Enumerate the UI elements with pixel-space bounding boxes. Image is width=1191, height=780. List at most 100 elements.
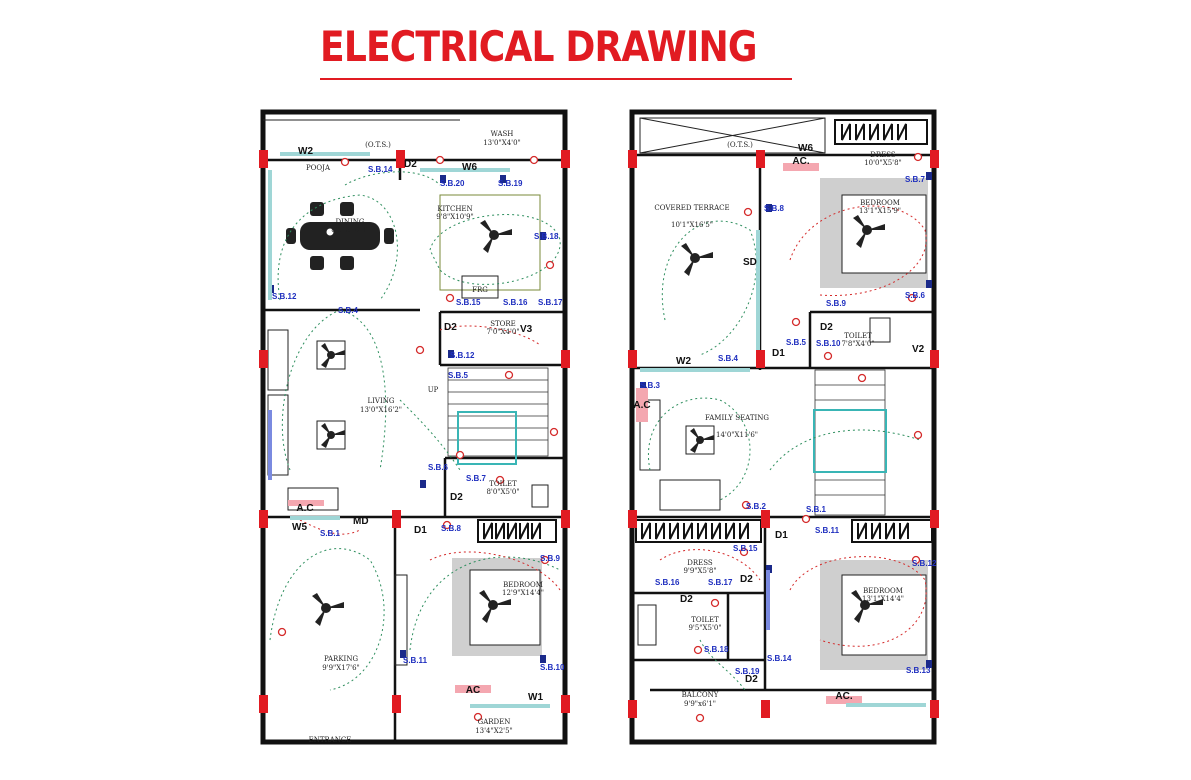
ff-sb-10: S.B.10 [816, 339, 841, 348]
gf-window-w6: W6 [462, 162, 477, 173]
gf-sb-7: S.B.7 [466, 474, 487, 483]
ff-outer-wall [629, 109, 937, 745]
parking-fan-icon [312, 593, 344, 626]
title-underline [320, 78, 792, 80]
gf-sb-15: S.B.15 [456, 298, 481, 307]
gf-window-w1: W1 [528, 692, 543, 703]
ff-sb-6: S.B.6 [905, 291, 926, 300]
ff-toilet1-size: 7'8"X4'0" [841, 340, 874, 348]
ff-bedroom2-name: BEDROOM [863, 587, 903, 595]
gf-sb-10: S.B.10 [540, 663, 565, 672]
gf-entrance-label: ENTRANCE [309, 736, 352, 744]
ff-sb-4: S.B.4 [718, 354, 739, 363]
gf-window-v3: V3 [520, 324, 533, 335]
gf-sb-9: S.B.9 [540, 554, 561, 563]
ff-dress1-size: 10'0"X5'8" [864, 159, 902, 167]
gf-sb-14: S.B.14 [368, 165, 393, 174]
ff-window-v2: V2 [912, 344, 925, 355]
ground-floor-plan: WASH 13'0"X4'0" POOJA KITCHEN 9'8"X10'9"… [259, 109, 570, 745]
ff-dress2-size: 9'9"X5'8" [683, 567, 716, 575]
ff-balcony-size: 9'9"x6'1" [684, 700, 716, 708]
living-fan-icon-1 [316, 340, 346, 370]
ff-bedroom1-fan-icon [853, 215, 885, 248]
gf-parking-name: PARKING [324, 655, 359, 663]
ff-family-name: FAMILY SEATING [705, 414, 769, 422]
gf-living-size: 13'0"X16'2" [360, 406, 402, 414]
gf-ots-label: (O.T.S.) [365, 141, 391, 149]
gf-window-w2: W2 [298, 146, 313, 157]
ff-bedroom2-size: 13'1"X14'4" [862, 595, 904, 603]
gf-wash-name: WASH [491, 130, 514, 138]
gf-dining-size: 8'5"X10'3" [331, 226, 369, 234]
first-floor-plan: DRESS 10'0"X5'8" COVERED TERRACE 10'1"X1… [628, 109, 939, 745]
gf-bedroom-name: BEDROOM [503, 581, 543, 589]
ff-terrace-name: COVERED TERRACE [654, 204, 729, 212]
gf-sb-6: S.B.6 [428, 463, 449, 472]
ff-ac-bedroom2: AC. [835, 691, 852, 702]
gf-toilet-name: TOILET [489, 480, 517, 488]
ff-door-d2-toilet2: D2 [680, 594, 693, 605]
ff-sb-7: S.B.7 [905, 175, 926, 184]
gf-door-d2-toilet: D2 [450, 492, 463, 503]
gf-dining-name: DINING [336, 218, 365, 226]
gf-sb-20: S.B.20 [440, 179, 465, 188]
gf-wash-size: 13'0"X4'0" [483, 139, 521, 147]
dining-table [300, 222, 380, 250]
gf-kitchen-name: KITCHEN [437, 205, 472, 213]
ff-bedroom1-size: 13'1"X15'9" [859, 207, 901, 215]
page-title: ELECTRICAL DRAWING [320, 22, 757, 71]
gf-door-d2-store: D2 [444, 322, 457, 333]
ff-sb-3: S.B.3 [640, 381, 661, 390]
gf-door-d1-bedroom: D1 [414, 525, 427, 536]
ff-dress2-name: DRESS [687, 559, 713, 567]
ff-terrace-size: 10'1"X16'5" [671, 221, 713, 229]
ff-sb-14: S.B.14 [767, 654, 792, 663]
gf-door-d2-pooja: D2 [404, 159, 417, 170]
gf-sb-1: S.B.1 [320, 529, 341, 538]
gf-pooja-name: POOJA [306, 164, 331, 172]
ff-family-fan-icon [685, 425, 715, 455]
ff-sb-16: S.B.16 [655, 578, 680, 587]
gf-store-size: 7'0"X4'0" [486, 328, 519, 336]
gf-living-name: LIVING [368, 397, 395, 405]
ff-door-d2-balcony: D2 [745, 674, 758, 685]
ff-door-sd: SD [743, 257, 757, 268]
ff-balcony-name: BALCONY [682, 691, 719, 699]
gf-sb-16: S.B.16 [503, 298, 528, 307]
gf-sb-19: S.B.19 [498, 179, 523, 188]
bedroom-fan-icon [479, 590, 511, 623]
ff-ac-family: A.C [633, 400, 650, 411]
ff-sb-5: S.B.5 [786, 338, 807, 347]
gf-bedroom-size: 12'9"X14'4" [502, 589, 544, 597]
gf-store-name: STORE [490, 320, 516, 328]
ff-sb-2: S.B.2 [746, 502, 767, 511]
gf-parking-size: 9'9"X17'6" [322, 664, 360, 672]
ff-ots-label: (O.T.S.) [727, 141, 753, 149]
ff-sb-19: S.B.19 [735, 667, 760, 676]
gf-ac-living: A.C [296, 503, 313, 514]
ff-sb-1: S.B.1 [806, 505, 827, 514]
living-fan-icon-2 [316, 420, 346, 450]
gf-window-w5: W5 [292, 522, 307, 533]
ff-bedroom1-name: BEDROOM [860, 199, 900, 207]
ff-toilet1-name: TOILET [844, 332, 872, 340]
ff-door-d1-terrace: D1 [772, 348, 785, 359]
dining-fan-icon [325, 227, 335, 237]
ff-dress1-name: DRESS [870, 151, 896, 159]
ff-sb-15: S.B.15 [733, 544, 758, 553]
gf-kitchen-size: 9'8"X10'9" [436, 213, 474, 221]
ff-ac-bedroom1: AC. [792, 156, 809, 167]
gf-outer-wall [260, 109, 568, 745]
ff-sb-8: S.B.8 [764, 204, 785, 213]
gf-ac-bedroom: AC [466, 685, 480, 696]
gf-stair-up-label: UP [428, 386, 439, 394]
ff-sb-18: S.B.18 [704, 645, 729, 654]
gf-garden-name: GARDEN [478, 718, 511, 726]
ff-sb-11: S.B.11 [815, 526, 840, 535]
ff-sb-12: S.B.12 [912, 559, 937, 568]
gf-fridge-label: FRG [472, 286, 488, 294]
ff-toilet2-size: 9'5"X5'0" [688, 624, 721, 632]
gf-sb-5: S.B.5 [448, 371, 469, 380]
ff-toilet2-name: TOILET [691, 616, 719, 624]
